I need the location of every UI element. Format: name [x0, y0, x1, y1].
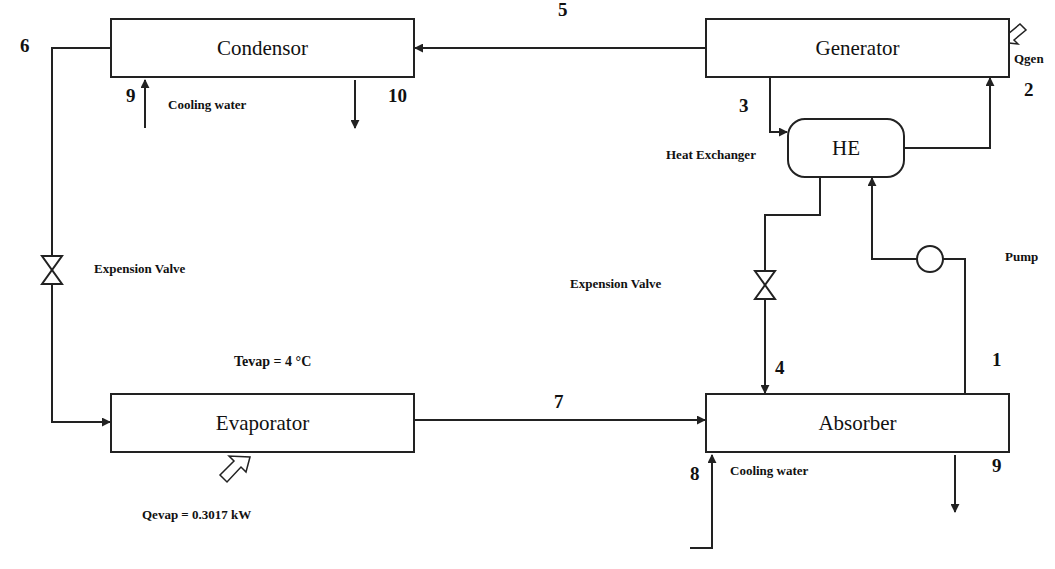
process-box: Condensor [110, 18, 415, 78]
cooling-water-in [144, 80, 146, 128]
callout-number: 3 [737, 96, 751, 117]
expansion-valve-symbol [42, 256, 62, 284]
annotation-label: Heat Exchanger [664, 148, 758, 162]
callout-number: 8 [688, 464, 702, 485]
flow-connector [770, 78, 787, 132]
callout-number: 7 [552, 392, 566, 413]
node-label: Generator [816, 36, 900, 61]
callout-number: 4 [773, 358, 787, 379]
flow-connector [905, 78, 990, 148]
flow-connector [872, 178, 965, 393]
annotation-label: Expension Valve [568, 277, 663, 291]
flow-connector [415, 419, 705, 421]
annotation-label: Qevap = 0.3017 kW [140, 508, 253, 522]
process-box: Generator [705, 18, 1010, 78]
callout-number: 5 [556, 0, 570, 21]
callout-number: 10 [386, 86, 409, 107]
node-label: Absorber [818, 411, 896, 436]
cooling-water-out [954, 455, 956, 512]
annotation-label: Pump [1003, 250, 1040, 264]
pump-symbol [917, 246, 943, 272]
heat-input-arrow [220, 456, 250, 482]
callout-number: 9 [990, 456, 1004, 477]
expansion-valve-symbol [755, 271, 775, 299]
callout-number: 2 [1022, 80, 1036, 101]
heat-exchanger-box: HE [787, 118, 905, 178]
annotation-label: Tevap = 4 °C [232, 354, 313, 369]
node-label: HE [832, 136, 860, 161]
callout-number: 6 [18, 36, 32, 57]
node-label: Condensor [217, 36, 308, 61]
process-box: Absorber [705, 393, 1010, 453]
cooling-water-out [354, 80, 356, 128]
flow-connector [415, 47, 705, 49]
node-label: Evaporator [216, 411, 309, 436]
flow-connector [52, 48, 110, 422]
annotation-label: Cooling water [728, 464, 810, 478]
callout-number: 1 [990, 350, 1004, 371]
annotation-label: Cooling water [166, 98, 248, 112]
flow-connector [765, 178, 820, 393]
process-box: Evaporator [110, 393, 415, 453]
annotation-label: Qgen [1012, 52, 1046, 66]
annotation-label: Expension Valve [92, 262, 187, 276]
callout-number: 9 [124, 86, 138, 107]
